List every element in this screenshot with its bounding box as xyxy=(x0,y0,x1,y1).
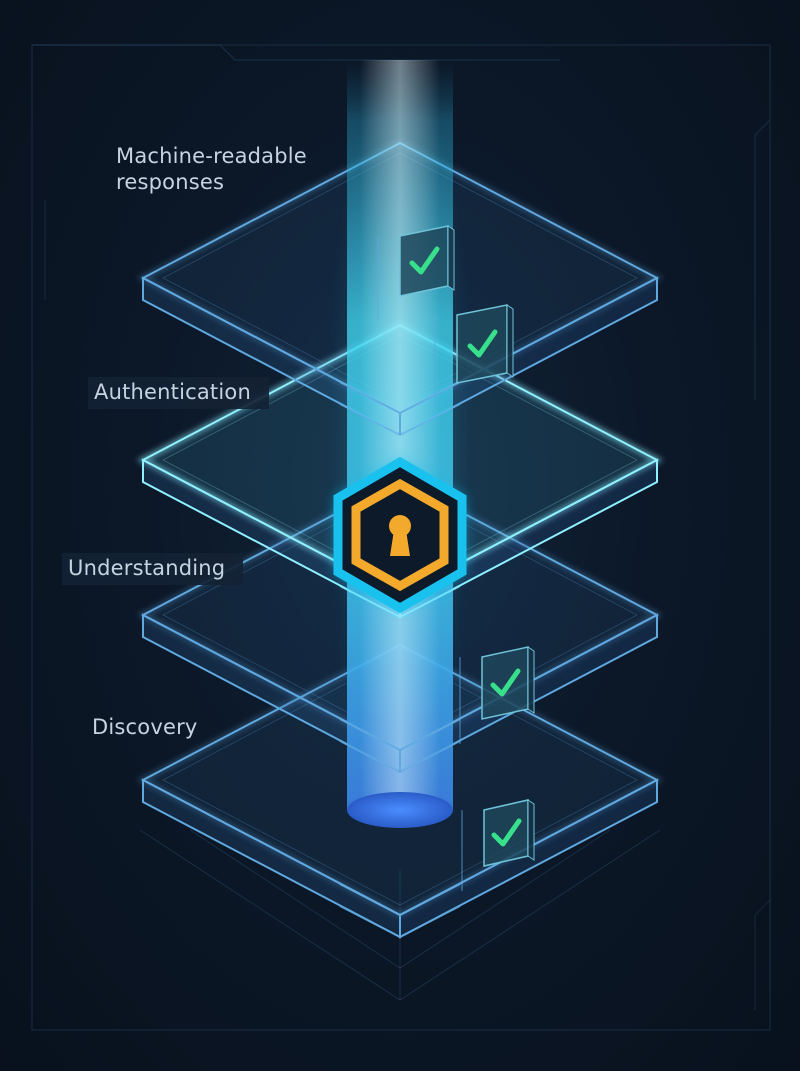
layer-label-machine-readable: Machine-readable responses xyxy=(116,144,307,194)
layer-label-discovery: Discovery xyxy=(92,715,198,739)
beam-base xyxy=(347,792,453,828)
keyhole-icon xyxy=(389,515,411,556)
check-icon xyxy=(467,329,498,358)
check-icon xyxy=(490,668,521,697)
check-badge xyxy=(461,799,535,891)
check-icon xyxy=(491,818,522,847)
layer-label-understanding: Understanding xyxy=(62,553,244,585)
data-beam xyxy=(330,50,470,830)
layer-label-authentication: Authentication xyxy=(88,377,269,409)
check-icon xyxy=(409,246,440,275)
check-badge xyxy=(434,304,514,408)
layer-front-edge-understanding xyxy=(339,718,461,774)
check-badge xyxy=(459,646,535,744)
check-badge xyxy=(377,225,455,321)
lock-badge xyxy=(333,456,467,614)
layer-front-edge-machine-readable xyxy=(339,381,461,437)
layer-front-edge-discovery xyxy=(339,883,461,939)
